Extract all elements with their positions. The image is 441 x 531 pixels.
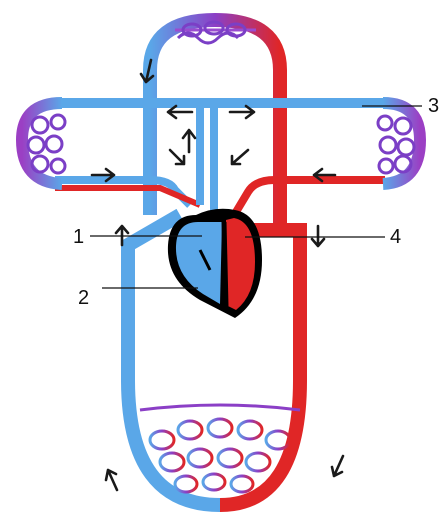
heart-septum — [224, 222, 226, 306]
label-3: 3 — [428, 95, 439, 117]
right-lung-capillaries — [378, 116, 414, 173]
label-2: 2 — [78, 287, 89, 309]
label-1: 1 — [73, 226, 84, 248]
pulmonary-trunk — [200, 103, 214, 215]
pulmonary-lower-vessel-right — [236, 180, 385, 212]
heart — [168, 209, 262, 318]
label-4: 4 — [390, 226, 401, 248]
